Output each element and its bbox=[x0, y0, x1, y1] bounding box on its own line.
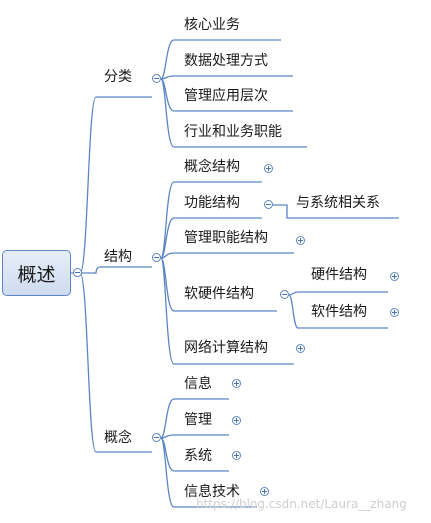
node-gongneng-jiegou[interactable]: 功能结构 bbox=[184, 195, 240, 211]
root-node[interactable]: 概述 bbox=[2, 250, 71, 296]
node-xitong[interactable]: 系统 bbox=[184, 448, 212, 464]
expand-icon[interactable] bbox=[390, 272, 399, 281]
node-yu-xitong[interactable]: 与系统相关系 bbox=[296, 195, 380, 211]
collapse-icon[interactable] bbox=[152, 74, 161, 83]
node-hangye-yewu[interactable]: 行业和业务职能 bbox=[184, 124, 282, 140]
expand-icon[interactable] bbox=[260, 487, 269, 496]
watermark: https://blog.csdn.net/Laura__zhang bbox=[196, 497, 407, 511]
node-hexin-yewu[interactable]: 核心业务 bbox=[184, 17, 240, 33]
node-gainian-jiegou[interactable]: 概念结构 bbox=[184, 159, 240, 175]
collapse-icon[interactable] bbox=[264, 200, 273, 209]
node-xinxi[interactable]: 信息 bbox=[184, 376, 212, 392]
collapse-icon[interactable] bbox=[152, 253, 161, 262]
node-shuju-chuli[interactable]: 数据处理方式 bbox=[184, 53, 268, 69]
node-wangluo[interactable]: 网络计算结构 bbox=[184, 340, 268, 356]
node-ruanjian[interactable]: 软件结构 bbox=[311, 304, 367, 320]
root-label: 概述 bbox=[17, 263, 56, 286]
node-ruanyingjian[interactable]: 软硬件结构 bbox=[184, 286, 254, 302]
expand-icon[interactable] bbox=[232, 451, 241, 460]
expand-icon[interactable] bbox=[232, 416, 241, 425]
expand-icon[interactable] bbox=[232, 379, 241, 388]
branch-gainian[interactable]: 概念 bbox=[104, 430, 132, 446]
node-xinxi-jishu[interactable]: 信息技术 bbox=[184, 484, 240, 500]
branch-fenlei[interactable]: 分类 bbox=[104, 69, 132, 85]
collapse-icon[interactable] bbox=[280, 290, 289, 299]
node-guanli[interactable]: 管理 bbox=[184, 412, 212, 428]
expand-icon[interactable] bbox=[296, 344, 305, 353]
expand-icon[interactable] bbox=[296, 236, 305, 245]
node-yingjian[interactable]: 硬件结构 bbox=[311, 267, 367, 283]
expand-icon[interactable] bbox=[264, 164, 273, 173]
collapse-icon[interactable] bbox=[73, 268, 82, 277]
node-guanli-zhineng[interactable]: 管理职能结构 bbox=[184, 230, 268, 246]
node-guanli-yingyong[interactable]: 管理应用层次 bbox=[184, 88, 268, 104]
collapse-icon[interactable] bbox=[152, 433, 161, 442]
expand-icon[interactable] bbox=[390, 308, 399, 317]
branch-jiegou[interactable]: 结构 bbox=[104, 249, 132, 265]
